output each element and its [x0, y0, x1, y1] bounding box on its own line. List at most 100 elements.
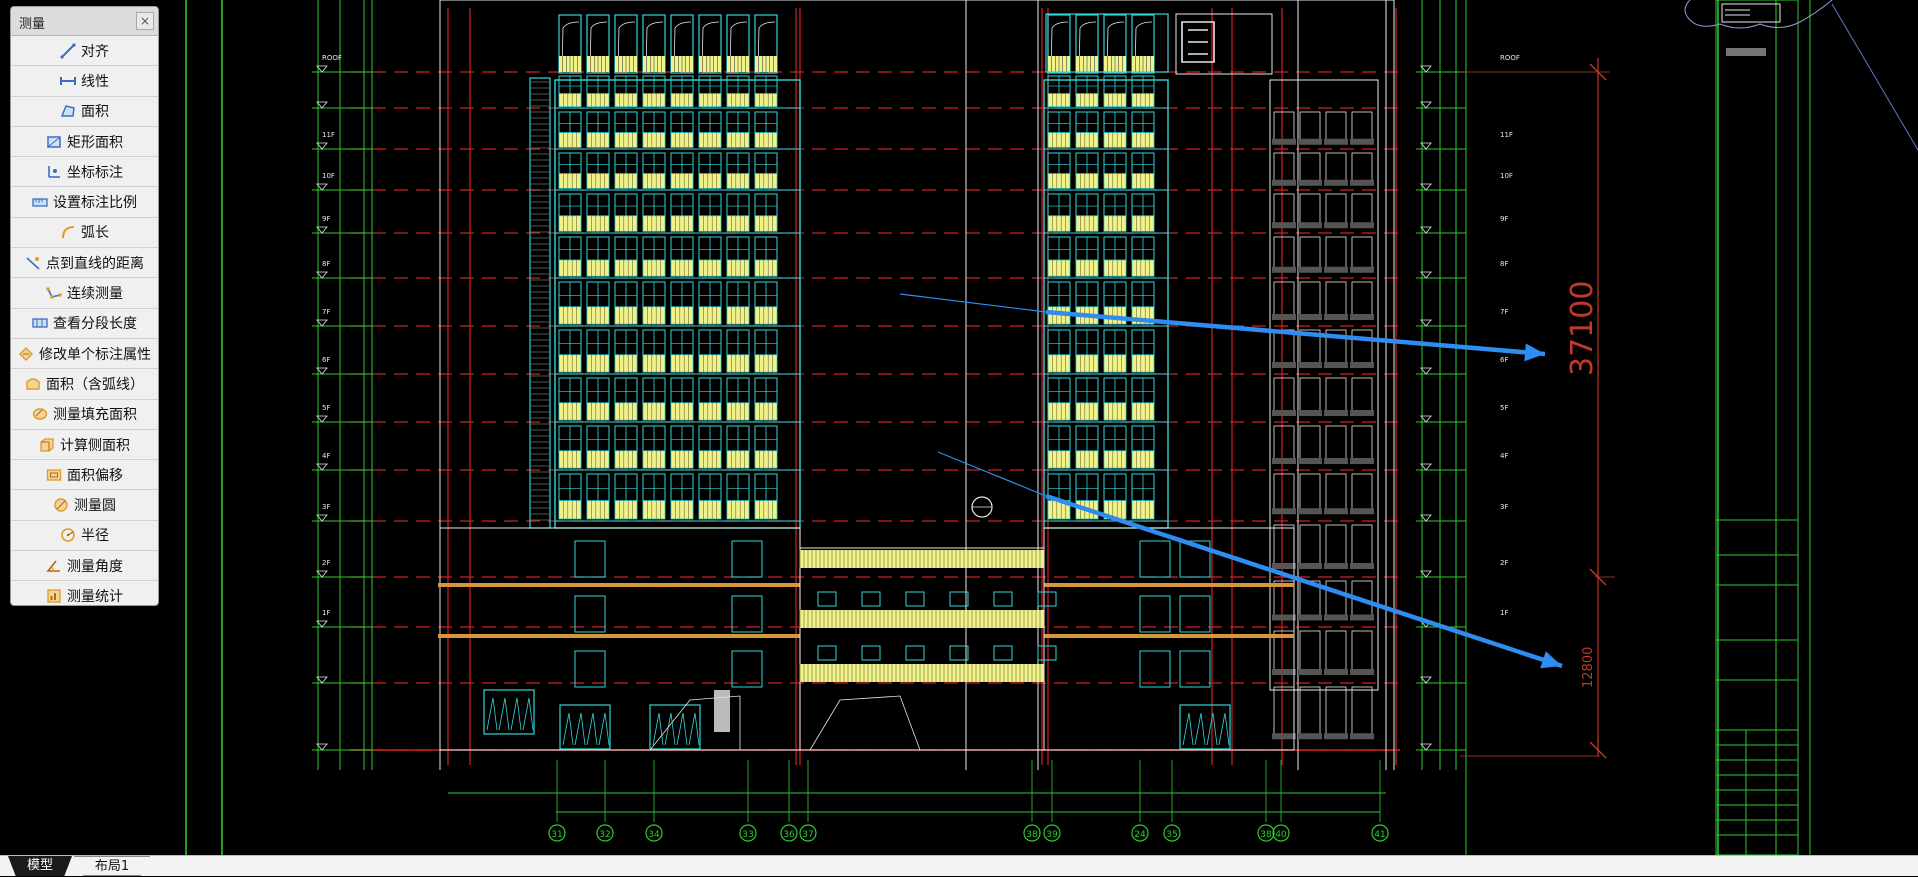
dimension-37100-label: 37100	[1565, 281, 1600, 376]
svg-text:24: 24	[1134, 830, 1146, 840]
svg-text:32: 32	[599, 830, 610, 840]
svg-text:4F: 4F	[1500, 452, 1508, 460]
tool-label: 半径	[81, 528, 109, 545]
tool-arc-area-button[interactable]: 面积（含弧线）	[11, 369, 158, 400]
svg-text:9F: 9F	[322, 215, 330, 223]
tool-radius-button[interactable]: 半径	[11, 521, 158, 552]
tool-linear-button[interactable]: 线性	[11, 66, 158, 97]
statistics-icon	[46, 588, 62, 604]
close-button[interactable]: ×	[136, 12, 154, 30]
tool-segment-length-button[interactable]: 查看分段长度	[11, 309, 158, 339]
svg-text:40: 40	[1275, 830, 1287, 840]
svg-text:36: 36	[783, 830, 795, 840]
svg-text:7F: 7F	[322, 308, 330, 316]
tool-circle-button[interactable]: 测量圆	[11, 490, 158, 521]
tool-align-button[interactable]: 对齐	[11, 36, 158, 67]
svg-text:38: 38	[1260, 830, 1272, 840]
svg-text:8F: 8F	[1500, 260, 1508, 268]
tool-label: 面积	[81, 104, 109, 121]
svg-text:1F: 1F	[1500, 609, 1508, 617]
svg-text:35: 35	[1166, 830, 1177, 840]
svg-text:34: 34	[648, 830, 660, 840]
tool-continuous-button[interactable]: 连续测量	[11, 278, 158, 309]
tool-label: 矩形面积	[67, 134, 123, 151]
tool-label: 查看分段长度	[53, 316, 137, 333]
dimension-12800-label: 12800	[1581, 647, 1596, 688]
svg-text:6F: 6F	[1500, 356, 1508, 364]
tab-model[interactable]: 模型	[8, 856, 72, 876]
svg-text:33: 33	[742, 830, 753, 840]
coordinate-icon	[46, 164, 62, 180]
tool-label: 弧长	[81, 225, 109, 242]
tool-coordinate-button[interactable]: 坐标标注	[11, 157, 158, 188]
tab-layout1[interactable]: 布局1	[74, 856, 150, 876]
tool-label: 修改单个标注属性	[39, 346, 151, 363]
svg-text:4F: 4F	[322, 452, 330, 460]
tool-label: 坐标标注	[67, 164, 123, 181]
svg-text:3F: 3F	[1500, 503, 1508, 511]
tool-arc-length-button[interactable]: 弧长	[11, 218, 158, 249]
svg-text:39: 39	[1046, 830, 1058, 840]
tool-area-button[interactable]: 面积	[11, 97, 158, 127]
tool-label: 计算侧面积	[60, 437, 130, 454]
tool-label: 设置标注比例	[53, 195, 137, 212]
svg-text:9F: 9F	[1500, 215, 1508, 223]
arc-area-icon	[25, 376, 41, 392]
area-offset-icon	[46, 467, 62, 483]
tool-fill-area-button[interactable]: 测量填充面积	[11, 400, 158, 430]
continuous-measure-icon	[46, 285, 62, 301]
tool-label: 面积（含弧线）	[46, 376, 144, 393]
rectangle-area-icon	[46, 134, 62, 150]
tool-label: 测量填充面积	[53, 407, 137, 424]
panel-title: 测量	[19, 17, 46, 32]
svg-text:2F: 2F	[322, 559, 330, 567]
svg-text:41: 41	[1374, 830, 1385, 840]
svg-text:11F: 11F	[322, 131, 335, 139]
fill-area-icon	[32, 406, 48, 422]
panel-header[interactable]: 测量 ×	[11, 7, 158, 36]
tool-rect-area-button[interactable]: 矩形面积	[11, 127, 158, 158]
svg-text:11F: 11F	[1500, 131, 1513, 139]
svg-text:37: 37	[802, 830, 813, 840]
svg-text:10F: 10F	[322, 172, 335, 180]
circle-icon	[53, 497, 69, 513]
arc-length-icon	[60, 224, 76, 240]
segment-length-icon	[32, 315, 48, 331]
svg-text:ROOF: ROOF	[1500, 54, 1520, 62]
tool-label: 测量角度	[67, 558, 123, 575]
tool-statistics-button[interactable]: 测量统计	[11, 581, 158, 611]
align-measure-icon	[60, 43, 76, 59]
tool-list: 对齐 线性 面积 矩形面积 坐标标注 设置标注比例 弧长 点到直线的距离 连续测…	[11, 36, 158, 612]
layout-tab-bar: 模型 布局1	[0, 855, 1918, 876]
svg-text:3F: 3F	[322, 503, 330, 511]
tool-label: 面积偏移	[67, 467, 123, 484]
measure-tool-panel: 测量 × 对齐 线性 面积 矩形面积 坐标标注 设置标注比例 弧长 点到直线的距…	[10, 6, 159, 606]
svg-text:2F: 2F	[1500, 559, 1508, 567]
tool-label: 连续测量	[67, 286, 123, 303]
tool-label: 对齐	[81, 43, 109, 60]
tool-area-offset-button[interactable]: 面积偏移	[11, 460, 158, 491]
tool-label: 线性	[81, 73, 109, 90]
side-area-icon	[39, 437, 55, 453]
radius-icon	[60, 527, 76, 543]
svg-text:7F: 7F	[1500, 308, 1508, 316]
tool-point-line-button[interactable]: 点到直线的距离	[11, 248, 158, 279]
tool-side-area-button[interactable]: 计算侧面积	[11, 430, 158, 461]
svg-text:ROOF: ROOF	[322, 54, 342, 62]
angle-icon	[46, 558, 62, 574]
tool-angle-button[interactable]: 测量角度	[11, 551, 158, 582]
svg-text:38: 38	[1026, 830, 1038, 840]
svg-text:5F: 5F	[1500, 404, 1508, 412]
svg-text:31: 31	[551, 830, 562, 840]
tool-label: 测量统计	[67, 589, 123, 606]
svg-text:8F: 8F	[322, 260, 330, 268]
tool-label: 测量圆	[74, 498, 116, 515]
tool-scale-button[interactable]: 设置标注比例	[11, 187, 158, 218]
area-icon	[60, 103, 76, 119]
tool-label: 点到直线的距离	[46, 255, 144, 272]
tool-edit-dimension-button[interactable]: 修改单个标注属性	[11, 339, 158, 370]
svg-text:10F: 10F	[1500, 172, 1513, 180]
svg-text:1F: 1F	[322, 609, 330, 617]
edit-dimension-icon	[18, 346, 34, 362]
